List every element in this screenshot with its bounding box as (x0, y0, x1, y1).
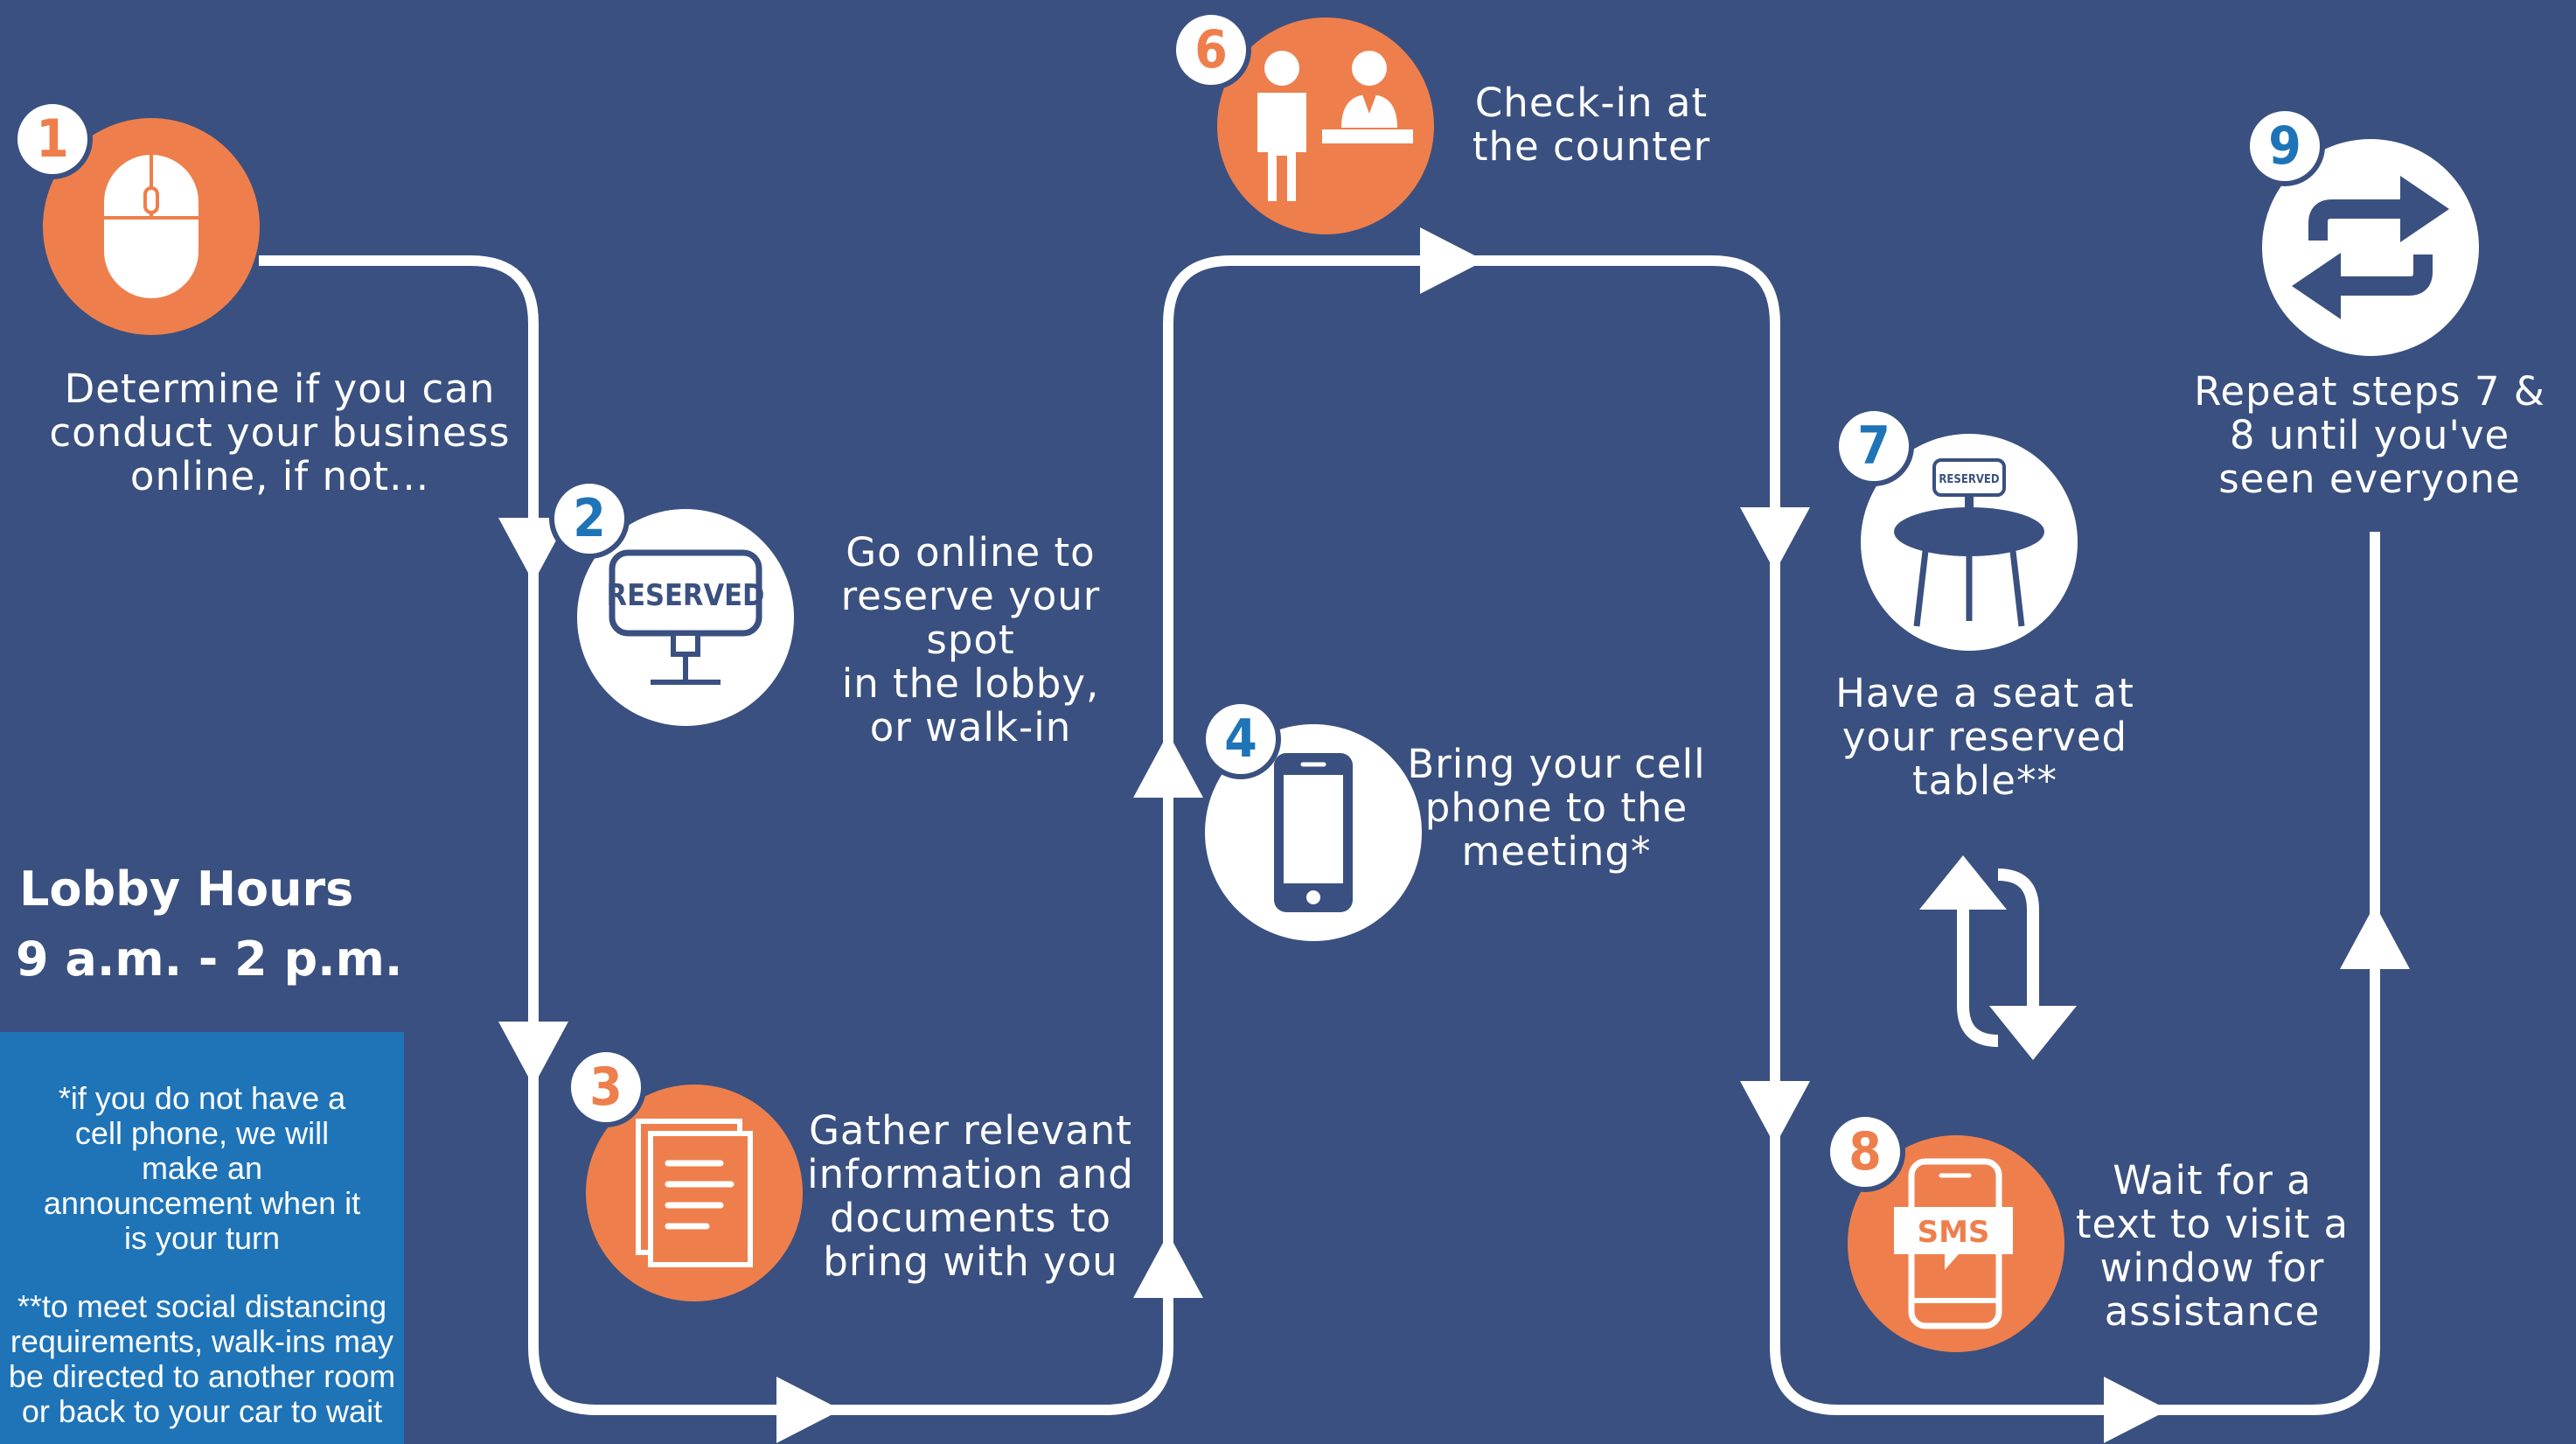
reserved-sign-text: RESERVED (607, 578, 764, 613)
step-2-number: 2 (549, 478, 630, 559)
arrow-down-1 (498, 518, 568, 582)
step-1-circle (43, 118, 260, 335)
arrow-right-2 (1420, 227, 1485, 294)
step-6-number: 6 (1171, 10, 1251, 90)
step-8-label: Wait for a text to visit a window for as… (2075, 1157, 2350, 1335)
arrow-down-4 (1740, 1081, 1810, 1146)
step-6-circle (1217, 17, 1434, 234)
step-7-number: 7 (1834, 406, 1914, 486)
step-3-number: 3 (566, 1047, 646, 1127)
step-9-number: 9 (2245, 106, 2325, 186)
lobby-hours-time: 9 a.m. - 2 p.m. (16, 931, 403, 987)
sms-phone-icon: SMS (1894, 1158, 2013, 1329)
lobby-hours-title: Lobby Hours (19, 862, 354, 917)
arrow-right-1 (776, 1377, 841, 1443)
footnotes-box: *if you do not have a cell phone, we wil… (0, 1032, 404, 1444)
step-1-number: 1 (12, 99, 93, 179)
step-6-label: Check-in at the counter (1472, 80, 1711, 170)
cell-phone-icon (1274, 753, 1353, 912)
reserved-sign-icon: RESERVED (607, 549, 764, 685)
arrow-up-2 (1133, 733, 1203, 798)
step-4-circle (1205, 724, 1422, 941)
step-3-label: Gather relevant information and document… (807, 1107, 1134, 1285)
documents-icon (636, 1119, 753, 1267)
exchange-arrows-icon (1957, 868, 2039, 1047)
step-2-label: Go online to reserve your spot in the lo… (840, 529, 1101, 750)
repeat-icon (2292, 176, 2449, 319)
step-4-number: 4 (1201, 699, 1281, 779)
arrow-right-3 (2104, 1377, 2169, 1443)
step-9-label: Repeat steps 7 & 8 until you've seen eve… (2194, 368, 2545, 502)
arrow-up-3 (2340, 904, 2410, 969)
footnote-cell-phone: *if you do not have a cell phone, we wil… (43, 1080, 361, 1256)
mouse-icon (104, 155, 198, 298)
footnote-social-distancing: **to meet social distancing requirements… (8, 1288, 396, 1429)
step-8-number: 8 (1825, 1112, 1905, 1192)
step-7-label: Have a seat at your reserved table** (1835, 670, 2134, 804)
reserved-table-icon: RESERVED (1894, 458, 2044, 627)
check-in-counter-icon (1257, 51, 1413, 201)
arrow-down-2 (498, 1022, 568, 1086)
step-1-label: Determine if you can conduct your busine… (49, 366, 511, 499)
step-4-label: Bring your cell phone to the meeting* (1407, 741, 1706, 875)
arrow-down-3 (1740, 507, 1810, 572)
flow-line-1 (259, 255, 2380, 1415)
sms-text: SMS (1918, 1215, 1990, 1250)
arrow-up-1 (1133, 1233, 1203, 1298)
reserved-table-sign-text: RESERVED (1939, 473, 1999, 486)
